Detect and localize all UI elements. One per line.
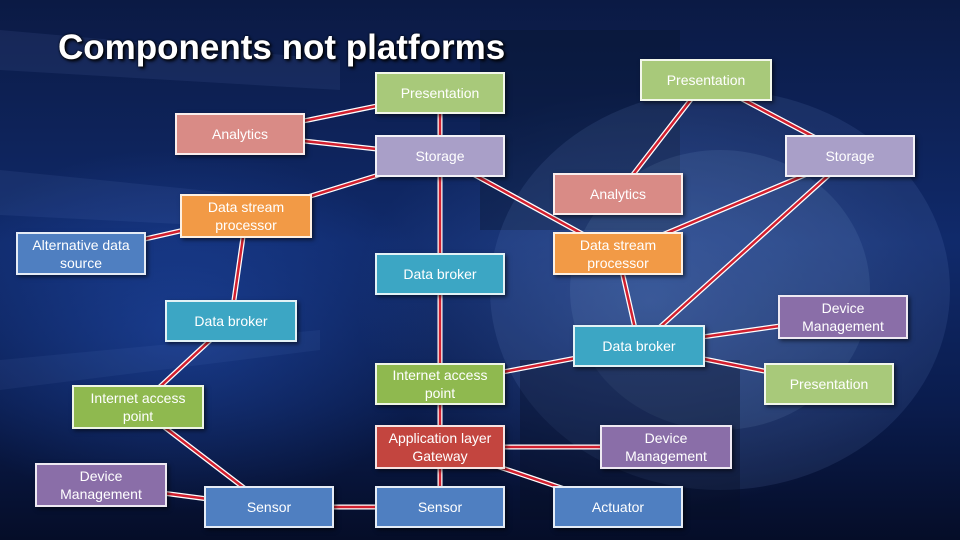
- sensor-node-left: Sensor: [204, 486, 334, 528]
- data-broker-right: Data broker: [573, 325, 705, 367]
- actuator-node: Actuator: [553, 486, 683, 528]
- data-stream-processor-left: Data stream processor: [180, 194, 312, 238]
- device-management-center: Device Management: [600, 425, 732, 469]
- alternative-data-source-node: Alternative data source: [16, 232, 146, 275]
- storage-node-right: Storage: [785, 135, 915, 177]
- data-broker-center: Data broker: [375, 253, 505, 295]
- analytics-node-right: Analytics: [553, 173, 683, 215]
- device-management-right: Device Management: [778, 295, 908, 339]
- internet-access-point-left: Internet access point: [72, 385, 204, 429]
- presentation-node-right: Presentation: [640, 59, 772, 101]
- slide-title: Components not platforms: [58, 28, 506, 67]
- internet-access-point-center: Internet access point: [375, 363, 505, 405]
- data-broker-left: Data broker: [165, 300, 297, 342]
- application-layer-gateway: Application layer Gateway: [375, 425, 505, 469]
- storage-node-center: Storage: [375, 135, 505, 177]
- analytics-node-left: Analytics: [175, 113, 305, 155]
- presentation-node-top: Presentation: [375, 72, 505, 114]
- presentation-node-lower-right: Presentation: [764, 363, 894, 405]
- data-stream-processor-right: Data stream processor: [553, 232, 683, 275]
- device-management-left: Device Management: [35, 463, 167, 507]
- sensor-node-center: Sensor: [375, 486, 505, 528]
